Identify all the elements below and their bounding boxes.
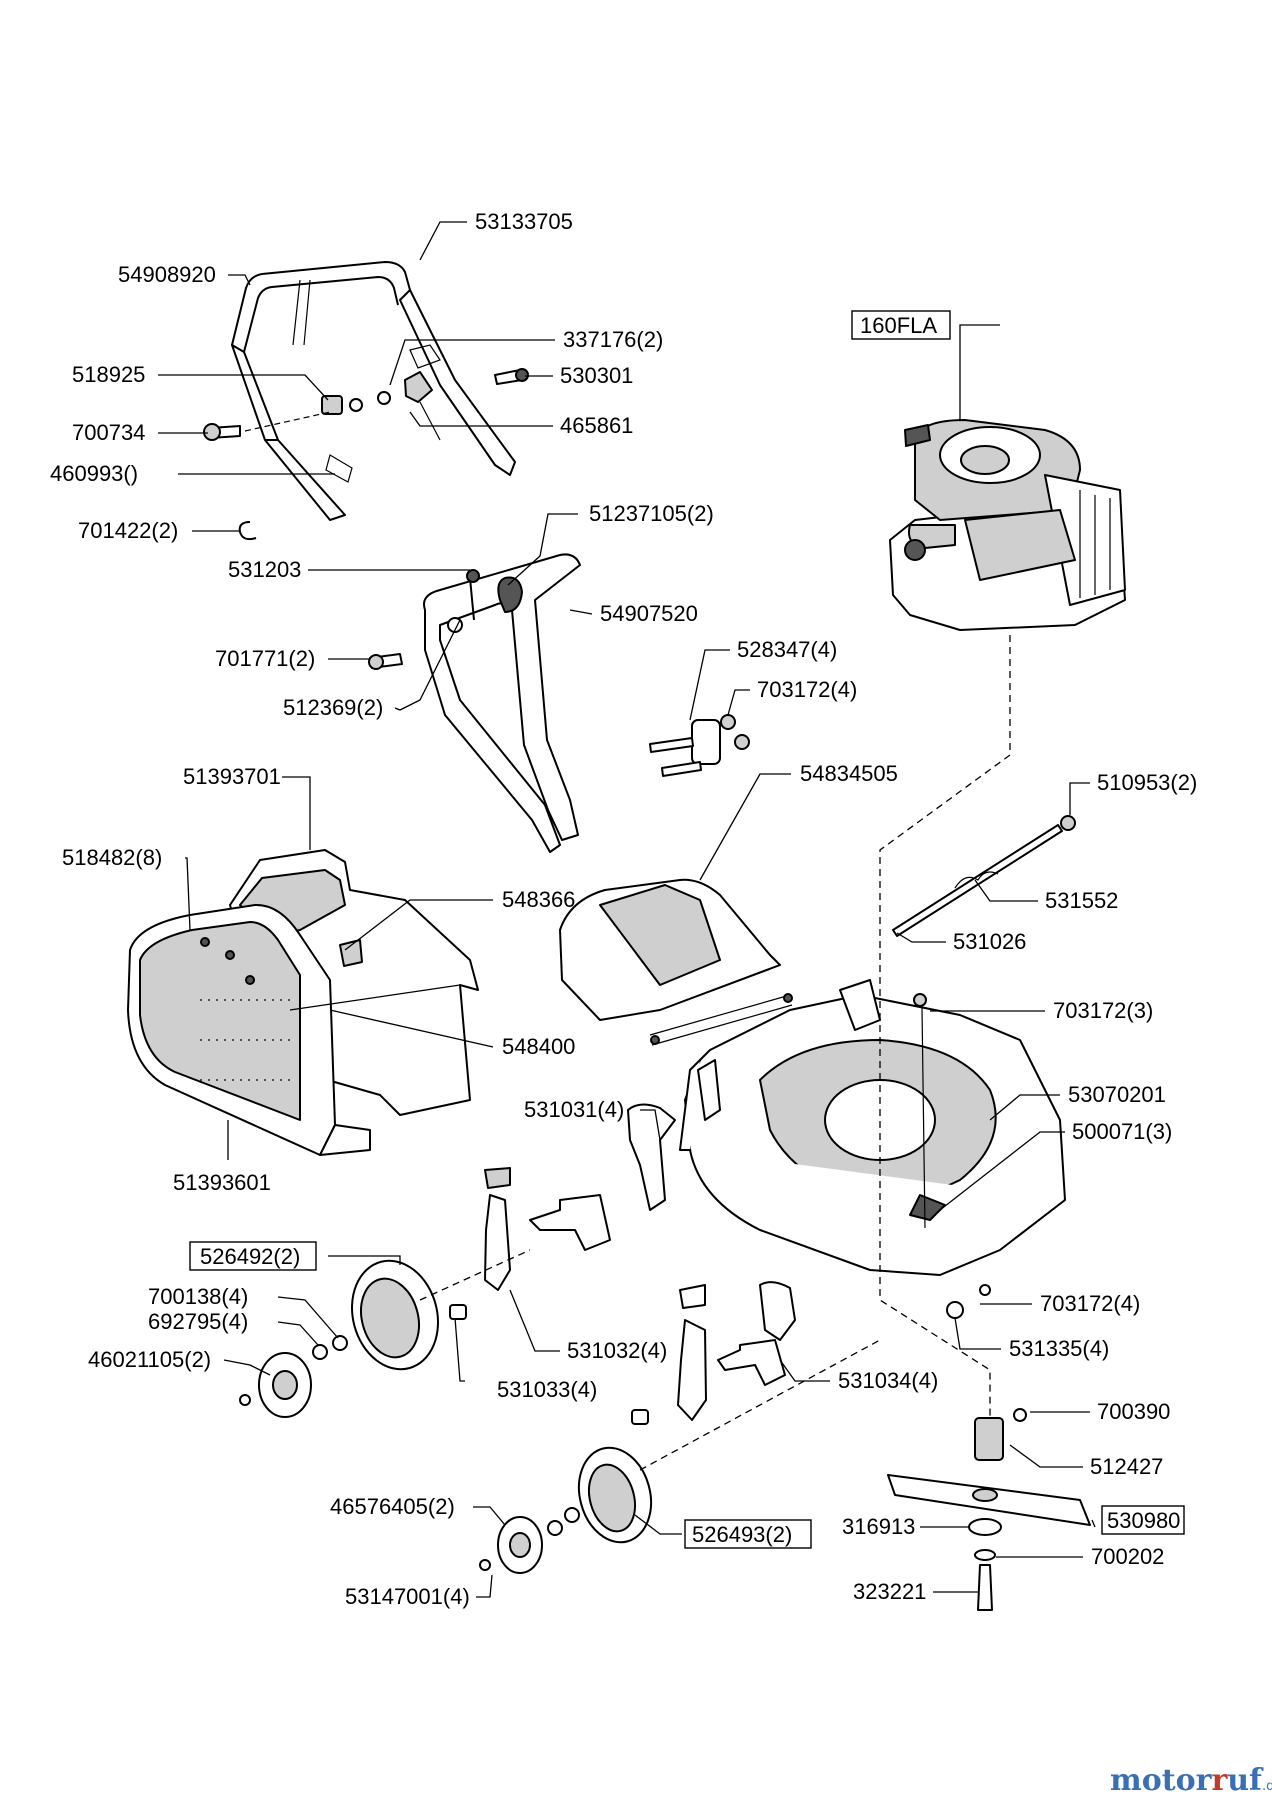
blade-label-box [1101,1505,1185,1535]
engine-alignment-line [879,635,1011,1418]
part-label-531203: 531203 [228,557,301,582]
part-label-703172-a: 703172(4) [757,677,857,702]
part-label-526493: 526493(2) [692,1522,792,1547]
part-label-700390: 700390 [1097,1399,1170,1424]
part-label-510953: 510953(2) [1097,770,1197,795]
part-label-548366: 548366 [502,887,575,912]
mower-deck-drawing [679,979,1066,1276]
part-label-337176: 337176(2) [563,327,663,352]
part-label-530301: 530301 [560,363,633,388]
part-label-526492: 526492(2) [200,1244,300,1269]
engine-drawing [889,419,1126,631]
part-label-46576405: 46576405(2) [330,1494,455,1519]
part-label-703172-b: 703172(3) [1053,998,1153,1023]
part-label-701771: 701771(2) [215,646,315,671]
lower-handle-drawing [368,553,750,853]
part-label-518482: 518482(8) [62,845,162,870]
rear-axle-alignment-line [639,1339,881,1471]
part-label-531031: 531031(4) [524,1097,624,1122]
part-label-700202: 700202 [1091,1544,1164,1569]
axle-brackets-drawing [449,1103,796,1425]
part-label-531034: 531034(4) [838,1368,938,1393]
grass-catcher-drawing [127,849,479,1156]
part-labels: 53133705 54908920 160FLA 337176(2) 51892… [50,209,1197,1609]
front-wheel-label-box [189,1241,317,1271]
part-label-53070201: 53070201 [1068,1082,1166,1107]
part-label-160fla: 160FLA [860,313,937,338]
part-label-703172-c: 703172(4) [1040,1291,1140,1316]
part-label-53133705: 53133705 [475,209,573,234]
front-axle-alignment-line [419,1249,531,1301]
engine-label-box [851,310,951,340]
part-label-531552: 531552 [1045,888,1118,913]
handle-fixings-drawing [203,368,529,541]
watermark-tld: .de [1262,1779,1272,1794]
blade-assembly-drawing [887,1284,1091,1611]
rear-flap-drawing [559,878,793,1046]
leader-lines [158,221,1096,1598]
part-label-460993: 460993() [50,461,138,486]
part-label-51393701: 51393701 [183,764,281,789]
part-label-323221: 323221 [853,1579,926,1604]
part-label-316913: 316913 [842,1514,915,1539]
watermark-brand-r: r [1211,1763,1228,1798]
part-label-51237105: 51237105(2) [589,501,714,526]
part-label-530980: 530980 [1107,1508,1180,1533]
upper-handle-drawing [231,261,516,521]
part-label-548400: 548400 [502,1034,575,1059]
part-label-531026: 531026 [953,929,1026,954]
part-label-701422: 701422(2) [78,518,178,543]
part-label-54834505: 54834505 [800,761,898,786]
part-label-51393601: 51393601 [173,1170,271,1195]
adjust-axle-drawing [892,815,1076,937]
part-label-512369: 512369(2) [283,695,383,720]
part-label-53147001: 53147001(4) [345,1584,470,1609]
wheels-drawing [239,1259,653,1574]
part-label-692795: 692795(4) [148,1309,248,1334]
part-label-700734: 700734 [72,420,145,445]
watermark-logo: motorruf.de [1110,1763,1272,1798]
watermark-brand-a: motor [1110,1763,1213,1798]
part-label-518925: 518925 [72,362,145,387]
part-label-54908920: 54908920 [118,262,216,287]
part-label-465861: 465861 [560,413,633,438]
part-label-531032: 531032(4) [567,1338,667,1363]
part-label-531033: 531033(4) [497,1377,597,1402]
part-label-700138: 700138(4) [148,1284,248,1309]
part-label-531335: 531335(4) [1009,1336,1109,1361]
part-label-54907520: 54907520 [600,601,698,626]
part-label-528347: 528347(4) [737,637,837,662]
rear-wheel-label-box [684,1519,812,1549]
part-label-512427: 512427 [1090,1454,1163,1479]
part-label-46021105: 46021105(2) [88,1347,211,1372]
svg-text:motorruf.de: motorruf.de [1110,1763,1272,1798]
part-label-500071: 500071(3) [1072,1119,1172,1144]
watermark-brand-b: uf [1227,1763,1264,1798]
